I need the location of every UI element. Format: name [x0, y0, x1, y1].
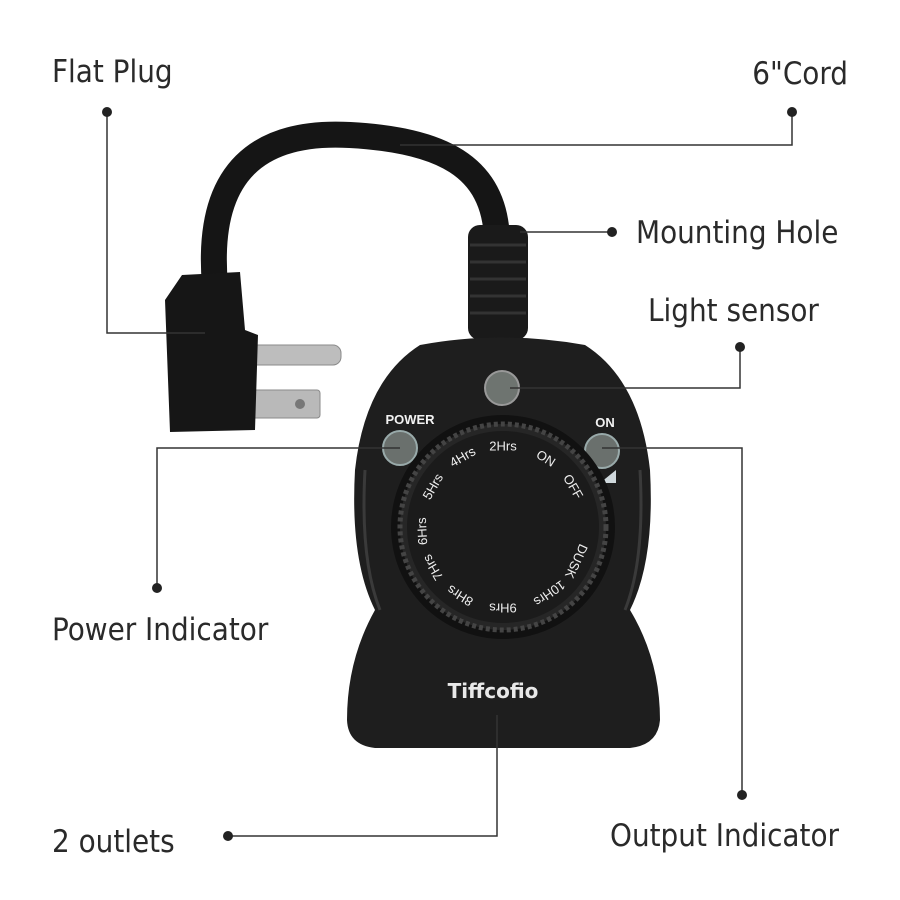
callout-power-indicator: Power Indicator: [52, 612, 269, 648]
callout-light-sensor: Light sensor: [648, 293, 819, 329]
callout-cord: 6"Cord: [752, 56, 848, 92]
callout-outlets: 2 outlets: [52, 824, 175, 860]
callout-flat-plug: Flat Plug: [52, 54, 173, 90]
strain-relief: [468, 225, 528, 340]
leader-dots: [102, 107, 797, 841]
dial-label: 9Hrs: [489, 601, 517, 616]
callout-output-indicator: Output Indicator: [610, 818, 839, 854]
power-cord: [200, 121, 510, 298]
power-label: POWER: [385, 412, 435, 427]
callout-mounting-hole: Mounting Hole: [636, 215, 838, 251]
leader-lines: [106, 112, 793, 837]
dial-label: 2Hrs: [489, 438, 517, 453]
flat-plug: [165, 272, 342, 432]
on-label: ON: [595, 415, 615, 430]
brand-logo: Tiffcofio: [448, 679, 539, 703]
dial-label: 6Hrs: [414, 517, 430, 546]
